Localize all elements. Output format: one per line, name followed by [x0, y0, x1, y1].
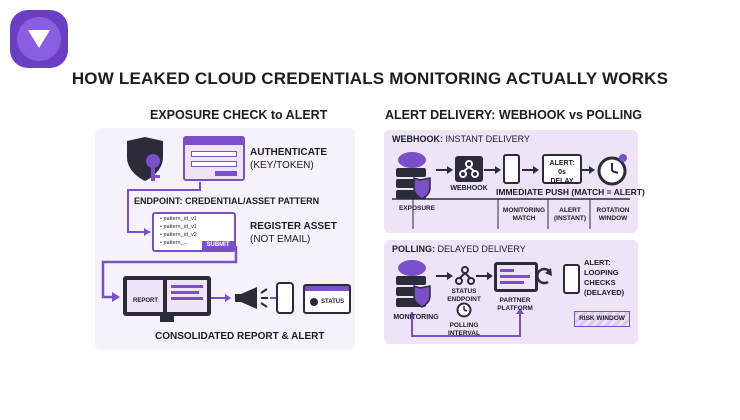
phone-icon: [276, 282, 294, 314]
main-title: HOW LEAKED CLOUD CREDENTIALS MONITORING …: [71, 69, 669, 88]
check-icon: [310, 298, 318, 306]
exposure-label: EXPOSURE: [398, 205, 436, 212]
rotation-window-label: ROTATION WINDOW: [596, 207, 630, 222]
alert-instant-label: ALERT (INSTANT): [553, 207, 586, 222]
report-label: REPORT: [133, 298, 159, 304]
cloud-server-icon: [392, 152, 432, 205]
clock-icon: [597, 154, 629, 191]
phone-icon: [563, 264, 580, 294]
megaphone-icon: [235, 287, 269, 314]
polling-interval-clock-icon: [456, 302, 472, 323]
phone-icon: [503, 154, 520, 184]
status-label: STATUS: [321, 299, 345, 305]
polling-header-bold: POLLING:: [392, 244, 435, 254]
endpoint-label: ENDPOINT: CREDENTIAL/ASSET PATTERN: [134, 196, 320, 206]
polling-header-rest: DELAYED DELIVERY: [435, 244, 526, 254]
alert-delay-text: ALERT: 0s DELAY: [549, 160, 575, 185]
submit-button[interactable]: SUBMIT: [202, 241, 234, 250]
brand-logo: [10, 10, 68, 68]
cloud-server-icon: [392, 260, 432, 313]
status-window: STATUS: [303, 284, 351, 314]
alert-instant-box: ALERT: 0s DELAY: [542, 154, 582, 185]
risk-window-badge: RISK WINDOW: [574, 311, 630, 327]
shield-key-icon: [123, 137, 169, 186]
monitoring-match-label: MONITORING MATCH: [502, 207, 546, 222]
authenticate-sub: (KEY/TOKEN): [250, 160, 314, 171]
partner-platform-label: PARTNER PLATFORM: [497, 297, 533, 312]
webhook-node: [455, 156, 483, 182]
alert-looping-label: ALERT: LOOPING CHECKS (DELAYED): [584, 258, 625, 297]
webhook-label: WEBHOOK: [450, 185, 488, 192]
auth-form-window: [183, 136, 245, 181]
immediate-push-label: IMMEDIATE PUSH (MATCH = ALERT): [496, 187, 645, 197]
polling-header: POLLING: DELAYED DELIVERY: [392, 244, 526, 254]
webhook-header: WEBHOOK: INSTANT DELIVERY: [392, 134, 530, 144]
webhook-header-bold: WEBHOOK:: [392, 134, 443, 144]
register-asset-label: REGISTER ASSET: [250, 221, 337, 232]
webhook-header-rest: INSTANT DELIVERY: [443, 134, 531, 144]
polling-interval-label: POLLING INTERVAL: [448, 322, 480, 337]
register-asset-sub: (NOT EMAIL): [250, 234, 311, 245]
partner-platform-monitor: [494, 262, 538, 292]
pattern-list-window: • pattern_id_v1 • pattern_id_v1 • patter…: [152, 212, 236, 252]
pattern-item: • pattern_id_v1: [160, 224, 197, 230]
monitor-stand: [160, 316, 174, 322]
report-monitor: REPORT: [123, 276, 211, 316]
status-endpoint-icon: [454, 265, 476, 292]
pattern-item: • pattern_...: [160, 240, 189, 246]
monitoring-label: MONITORING: [393, 314, 439, 321]
right-panel-title: ALERT DELIVERY: WEBHOOK vs POLLING: [385, 108, 642, 122]
status-endpoint-label: STATUS ENDPOINT: [447, 288, 481, 303]
authenticate-label: AUTHENTICATE: [250, 147, 328, 158]
pattern-item: • pattern_id_v2: [160, 232, 197, 238]
left-panel-title: EXPOSURE CHECK to ALERT: [150, 108, 328, 122]
consolidated-report-label: CONSOLIDATED REPORT & ALERT: [155, 331, 325, 342]
pattern-item: • pattern_id_v1: [160, 216, 197, 222]
shield-v-logo-icon: [17, 17, 61, 61]
